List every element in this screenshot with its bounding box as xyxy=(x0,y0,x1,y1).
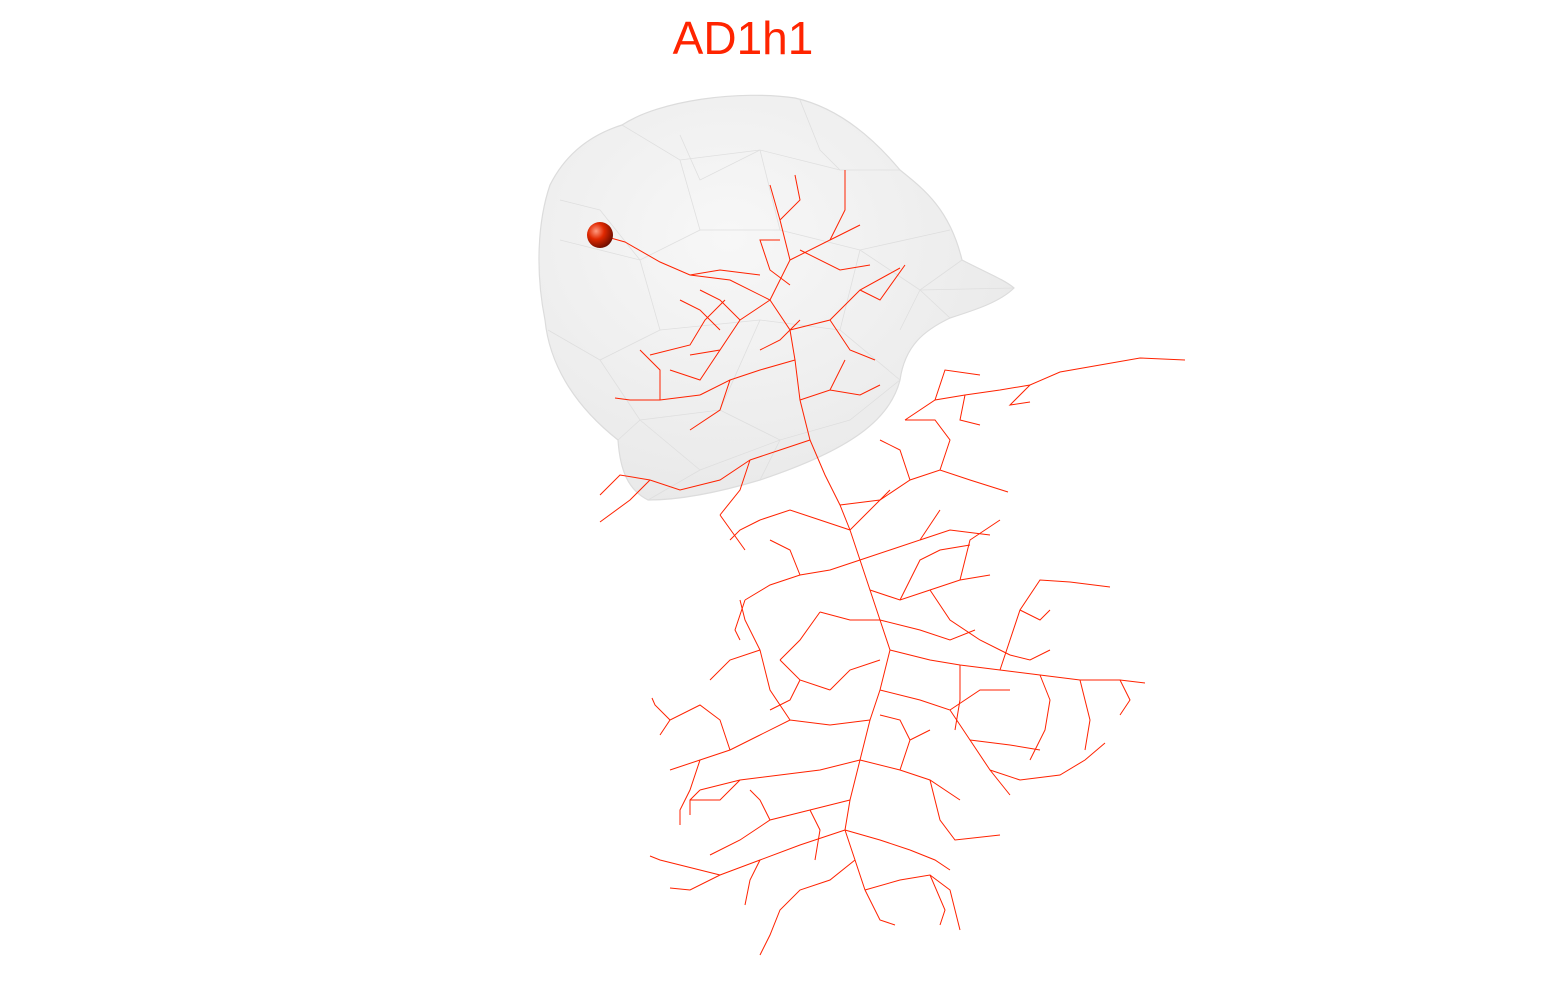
neuron-title: AD1h1 xyxy=(672,12,814,64)
neuropil-mesh xyxy=(538,94,1015,501)
soma-sphere-icon xyxy=(587,222,613,248)
neuron-skeleton xyxy=(599,170,1186,956)
